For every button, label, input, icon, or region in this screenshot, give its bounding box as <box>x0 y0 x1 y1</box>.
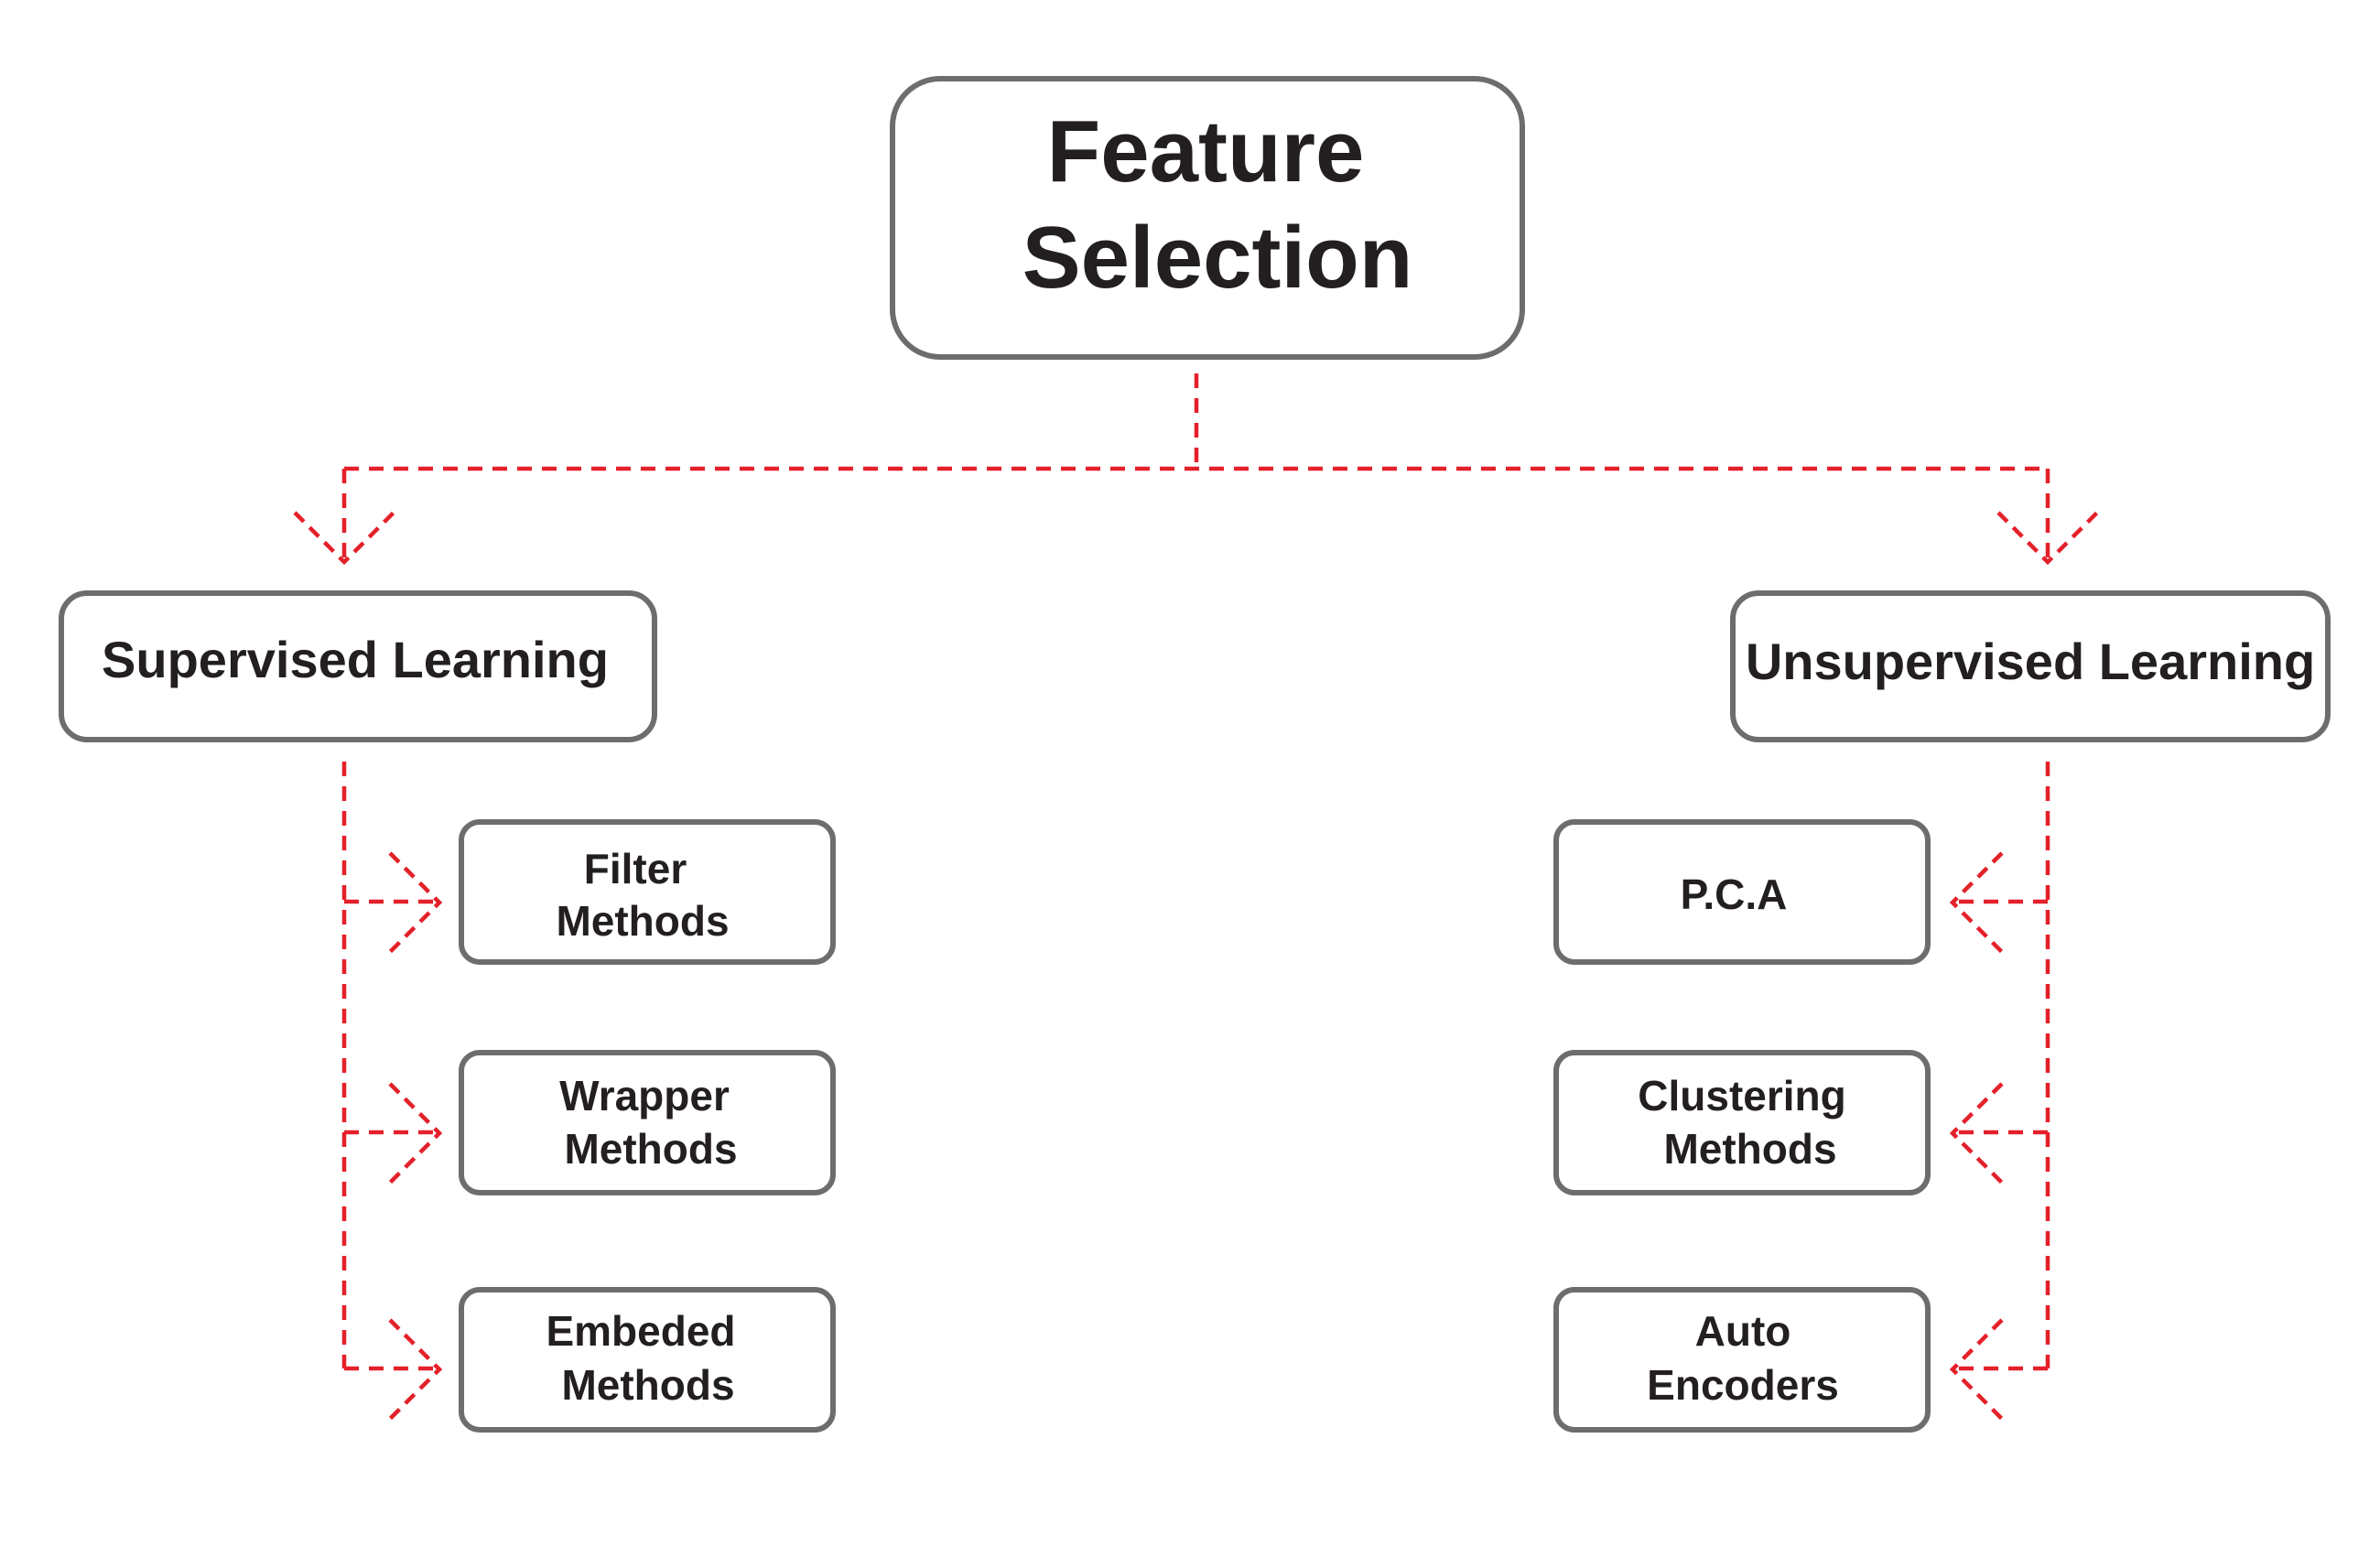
leaf-filter-methods: Filter Methods <box>459 819 836 965</box>
arrow-down-supervised-icon <box>293 511 395 566</box>
leaf-auto-encoders-line2: Encoders <box>1647 1361 1839 1409</box>
leaf-clustering-methods-box <box>1553 1050 1931 1195</box>
leaf-wrapper-methods-box <box>459 1050 836 1195</box>
root-title-line1: Feature <box>1047 103 1365 200</box>
leaf-wrapper-methods-line1: Wrapper <box>559 1072 730 1119</box>
leaf-filter-methods-line1: Filter <box>584 845 687 892</box>
leaf-auto-encoders: Auto Encoders <box>1553 1287 1931 1433</box>
arrow-left-clustering-icon <box>1949 1082 2004 1184</box>
connectors <box>341 373 2050 1371</box>
unsupervised-label: Unsupervised Learning <box>1746 633 2315 690</box>
unsupervised-node-box <box>1730 590 2331 742</box>
leaf-embeded-methods-line1: Embeded <box>546 1307 735 1355</box>
leaf-pca-line1: P.C.A <box>1681 871 1788 918</box>
leaf-embeded-methods: Embeded Methods <box>459 1287 836 1433</box>
arrow-right-embeded-icon <box>388 1318 443 1421</box>
arrow-left-pca-icon <box>1949 851 2004 954</box>
unsupervised-node: Unsupervised Learning <box>1730 590 2331 742</box>
root-node-box <box>890 76 1525 360</box>
arrow-right-filter-icon <box>388 851 443 954</box>
arrow-right-wrapper-icon <box>388 1082 443 1184</box>
leaf-filter-methods-line2: Methods <box>556 897 729 945</box>
root-title-line2: Selection <box>1022 209 1413 307</box>
leaf-embeded-methods-line2: Methods <box>561 1361 734 1409</box>
leaf-wrapper-methods: Wrapper Methods <box>459 1050 836 1195</box>
leaf-pca-box <box>1553 819 1931 965</box>
leaf-clustering-methods-line1: Clustering <box>1638 1072 1845 1119</box>
leaf-clustering-methods-line2: Methods <box>1663 1125 1836 1173</box>
supervised-label: Supervised Learning <box>102 631 609 688</box>
arrowheads <box>293 511 2099 1421</box>
root-node: Feature Selection <box>890 76 1525 360</box>
leaf-wrapper-methods-line2: Methods <box>564 1125 737 1173</box>
leaf-clustering-methods: Clustering Methods <box>1553 1050 1931 1195</box>
leaf-pca: P.C.A <box>1553 819 1931 965</box>
leaf-auto-encoders-line1: Auto <box>1695 1307 1791 1355</box>
leaf-embeded-methods-box <box>459 1287 836 1433</box>
leaf-filter-methods-box <box>459 819 836 965</box>
leaf-auto-encoders-box <box>1553 1287 1931 1433</box>
supervised-node: Supervised Learning <box>59 590 657 742</box>
arrow-left-autoencoders-icon <box>1949 1318 2004 1421</box>
arrow-down-unsupervised-icon <box>1996 511 2099 566</box>
supervised-node-box <box>59 590 657 742</box>
